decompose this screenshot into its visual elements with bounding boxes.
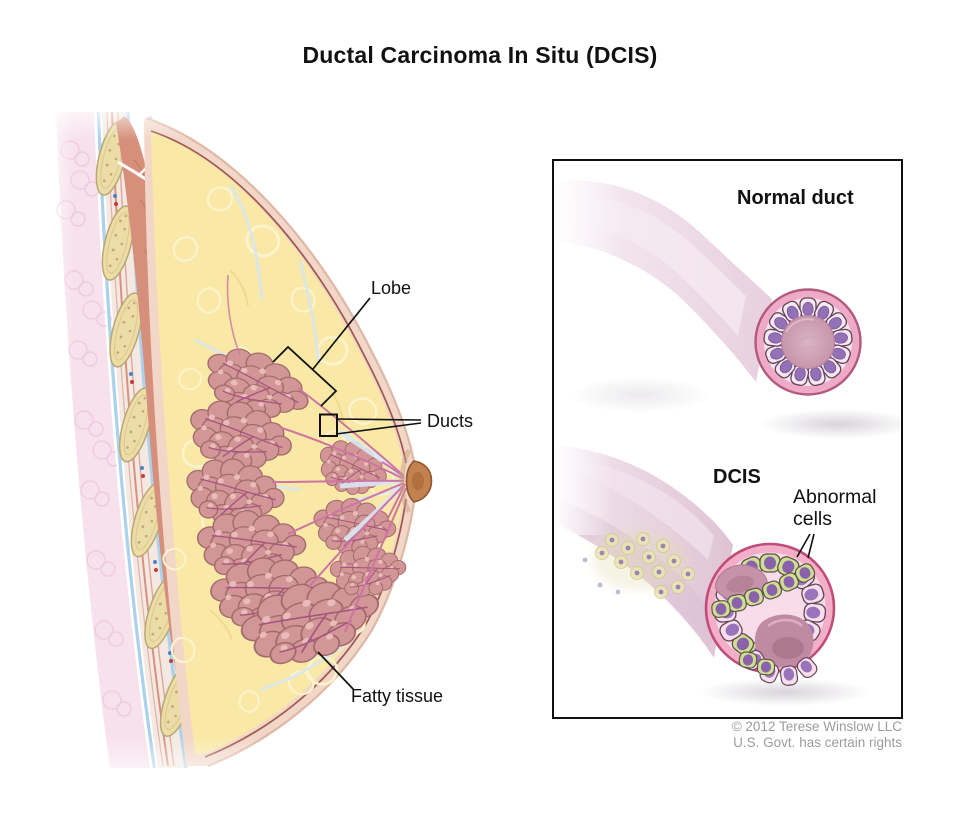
ducts-callout-box — [319, 413, 338, 437]
nipple — [399, 448, 433, 514]
breast-cross-section-illustration — [40, 96, 460, 796]
page-title: Ductal Carcinoma In Situ (DCIS) — [302, 42, 658, 68]
copyright-line-1: © 2012 Terese Winslow LLC — [731, 719, 902, 734]
lobe-bracket — [272, 345, 338, 407]
label-lobe: Lobe — [371, 278, 412, 298]
label-normal-duct: Normal duct — [737, 187, 854, 209]
ducts-leader-line-1 — [336, 418, 422, 421]
fascia-line — [96, 111, 156, 769]
callout-lines — [272, 297, 422, 691]
inset-art — [555, 163, 900, 706]
top-fade — [40, 96, 460, 140]
copyright-line-2: U.S. Govt. has certain rights — [733, 734, 902, 750]
normal-duct-illustration — [555, 163, 900, 439]
chest-skin-layer — [56, 112, 150, 768]
fatty-tissue-leader-line — [317, 651, 355, 691]
breast-inner-skin-line — [150, 130, 407, 464]
rib-column — [89, 111, 204, 769]
bottom-fade — [40, 736, 300, 796]
ducts-leader-line-2 — [335, 422, 422, 435]
abnormal-cell-clusters-in-duct — [582, 532, 695, 599]
normal-duct-cross-section — [754, 288, 862, 396]
lobe-leader-line — [312, 297, 371, 370]
label-abnormal-cells: Abnormal cells — [793, 486, 877, 530]
label-ducts: Ducts — [427, 411, 474, 431]
left-fade — [40, 100, 74, 780]
dcis-cross-section — [704, 542, 836, 687]
abnormal-cells-leader-lines — [796, 533, 815, 559]
label-fatty-tissue: Fatty tissue — [351, 686, 444, 706]
dcis-duct-illustration — [555, 435, 870, 706]
milk-ducts — [226, 274, 407, 633]
copyright-credit: © 2012 Terese Winslow LLC U.S. Govt. has… — [600, 719, 902, 750]
label-dcis: DCIS — [713, 466, 761, 488]
